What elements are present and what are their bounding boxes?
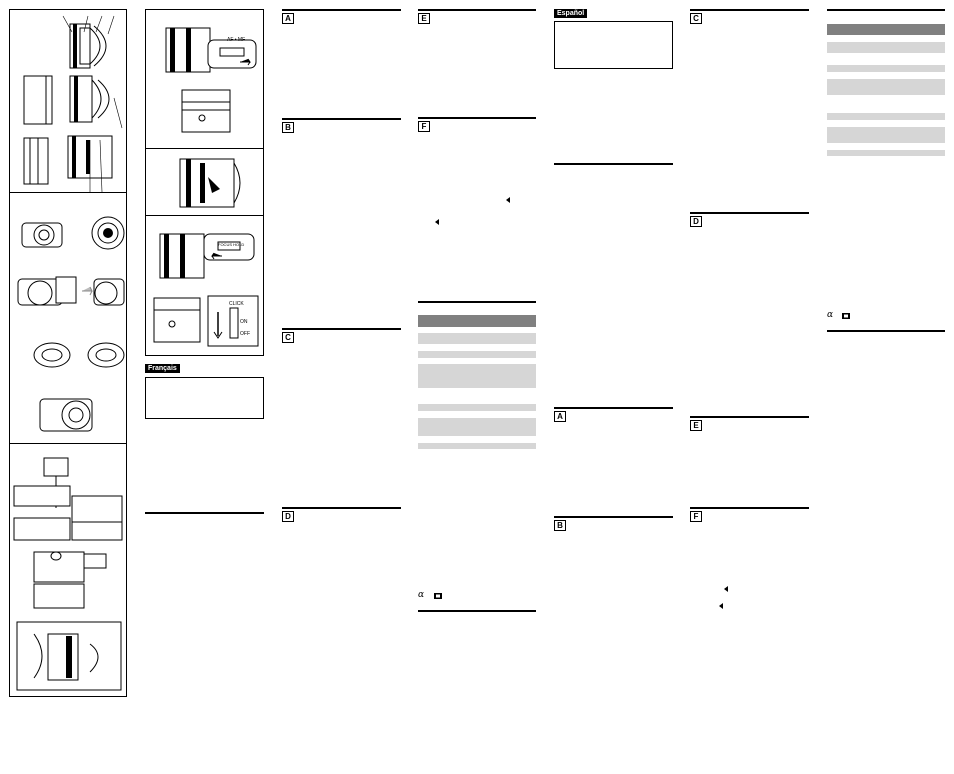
section-marker-a: A bbox=[282, 13, 294, 24]
af-mf-label: AF • MF bbox=[227, 37, 246, 43]
illustration-panel-parts bbox=[9, 9, 127, 193]
alpha-logo-icon: α bbox=[418, 590, 425, 600]
spanish-spec-table-row bbox=[827, 42, 945, 53]
section-marker-e: E bbox=[418, 13, 430, 24]
spec-table-row bbox=[418, 351, 536, 358]
section-marker-d: D bbox=[282, 511, 294, 522]
french-notice-box bbox=[145, 377, 264, 419]
spanish-section-marker-f: F bbox=[690, 511, 702, 522]
spanish-section-marker-a: A bbox=[554, 411, 566, 422]
spanish-spec-table-rule bbox=[827, 9, 945, 11]
spanish-spec-table-row bbox=[827, 113, 945, 120]
spanish-section-b-rule bbox=[554, 516, 673, 518]
column-7-bottom-rule bbox=[827, 330, 945, 332]
section-marker-f: F bbox=[418, 121, 430, 132]
click-on-label: ON bbox=[240, 319, 248, 325]
column-4-bottom-rule bbox=[418, 610, 536, 612]
spec-table-row bbox=[418, 443, 536, 449]
illustration-panel-focus-hold bbox=[145, 148, 264, 216]
spanish-spec-table-row bbox=[827, 79, 945, 95]
spanish-section-marker-e: E bbox=[690, 420, 702, 431]
lens-mounting-diagram bbox=[17, 216, 125, 432]
section-a-rule bbox=[282, 9, 401, 11]
section-f-rule bbox=[418, 117, 536, 119]
section-e-rule bbox=[418, 9, 536, 11]
arrow-left-icon bbox=[506, 197, 510, 203]
click-off-label: OFF bbox=[240, 331, 250, 337]
focus-mode-switch-diagram bbox=[165, 27, 257, 133]
spanish-section-a-rule bbox=[554, 407, 673, 409]
lens-hood-diagram bbox=[13, 457, 123, 691]
spanish-section-f-rule bbox=[690, 507, 809, 509]
spec-table-row bbox=[418, 333, 536, 344]
spanish-spec-table-row bbox=[827, 150, 945, 156]
spanish-section-marker-d: D bbox=[690, 216, 702, 227]
section-d-rule bbox=[282, 507, 401, 509]
spec-table-row bbox=[418, 364, 536, 388]
french-divider bbox=[145, 512, 264, 514]
illustration-panel-focus-hold-click: FOCUS HOLD CLICK ON OFF bbox=[145, 215, 264, 356]
arrow-left-icon bbox=[435, 219, 439, 225]
section-c-rule bbox=[282, 328, 401, 330]
illustration-panel-hood bbox=[9, 443, 127, 697]
spanish-section-e-rule bbox=[690, 416, 809, 418]
spec-table-row bbox=[418, 418, 536, 436]
spanish-spec-table-header bbox=[827, 24, 945, 35]
g-lens-badge-icon bbox=[842, 313, 850, 319]
language-tag-spanish: Español bbox=[554, 9, 588, 18]
section-b-rule bbox=[282, 118, 401, 120]
focus-hold-button-diagram bbox=[179, 158, 241, 208]
arrow-left-icon bbox=[724, 586, 728, 592]
alpha-logo-icon: α bbox=[827, 310, 834, 320]
language-tag-french: Français bbox=[145, 364, 180, 373]
spec-table-rule bbox=[418, 301, 536, 303]
spanish-notice-box bbox=[554, 21, 673, 69]
spanish-section-marker-c: C bbox=[690, 13, 702, 24]
iris-click-switch-diagram bbox=[153, 233, 259, 347]
focus-hold-label: FOCUS HOLD bbox=[218, 242, 245, 247]
spec-table-header bbox=[418, 315, 536, 327]
g-lens-badge-icon bbox=[434, 593, 442, 599]
section-marker-b: B bbox=[282, 122, 294, 133]
click-label: CLICK bbox=[229, 301, 244, 307]
spanish-section-marker-b: B bbox=[554, 520, 566, 531]
section-marker-c: C bbox=[282, 332, 294, 343]
arrow-left-icon bbox=[719, 603, 723, 609]
spanish-spec-table-row bbox=[827, 65, 945, 72]
spec-table-row bbox=[418, 404, 536, 411]
spanish-spec-table-row bbox=[827, 127, 945, 143]
lens-parts-diagram bbox=[23, 15, 123, 193]
spanish-section-d-rule bbox=[690, 212, 809, 214]
spanish-divider bbox=[554, 163, 673, 165]
illustration-panel-focus-mode: AF • MF bbox=[145, 9, 264, 149]
spanish-section-c-rule bbox=[690, 9, 809, 11]
illustration-panel-mounting bbox=[9, 192, 127, 444]
